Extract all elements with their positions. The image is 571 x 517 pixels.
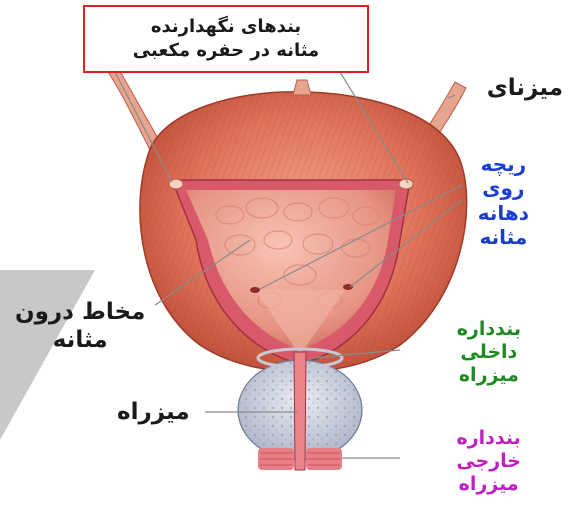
label-external-sphincter-line-3: میزراه [456,473,521,496]
urethra-tube [294,352,306,470]
title-line-2: مثانه در حفره مکعبی [133,39,319,63]
label-mucosa: مخاط درون مثانه [15,298,145,354]
title-box: بندهای نگهدارنده مثانه در حفره مکعبی [83,5,369,73]
label-internal-sphincter: بندداره داخلی میزراه [457,318,521,388]
label-mucosa-line-1: مخاط درون [15,298,145,326]
label-external-sphincter-line-2: خارجی [456,450,521,473]
label-ureteral-orifice-line-1: ریچه [478,152,529,176]
label-ureteral-orifice-line-3: دهانه [478,201,529,225]
label-external-sphincter-line-1: بندداره [456,427,521,450]
label-urethra: میزراه [117,398,190,426]
title-line-1: بندهای نگهدارنده [151,15,301,39]
label-ureteral-orifice: ریچه روی دهانه مثانه [478,152,529,250]
label-internal-sphincter-line-1: بندداره [457,318,521,341]
label-mucosa-line-2: مثانه [15,326,145,354]
label-internal-sphincter-line-2: داخلی [457,341,521,364]
label-ureter: میزنای [487,74,563,102]
label-ureteral-orifice-line-2: روی [478,176,529,200]
background-wedge [0,270,95,440]
label-external-sphincter: بندداره خارجی میزراه [456,427,521,497]
label-ureteral-orifice-line-4: مثانه [478,225,529,249]
label-internal-sphincter-line-3: میزراه [457,364,521,387]
